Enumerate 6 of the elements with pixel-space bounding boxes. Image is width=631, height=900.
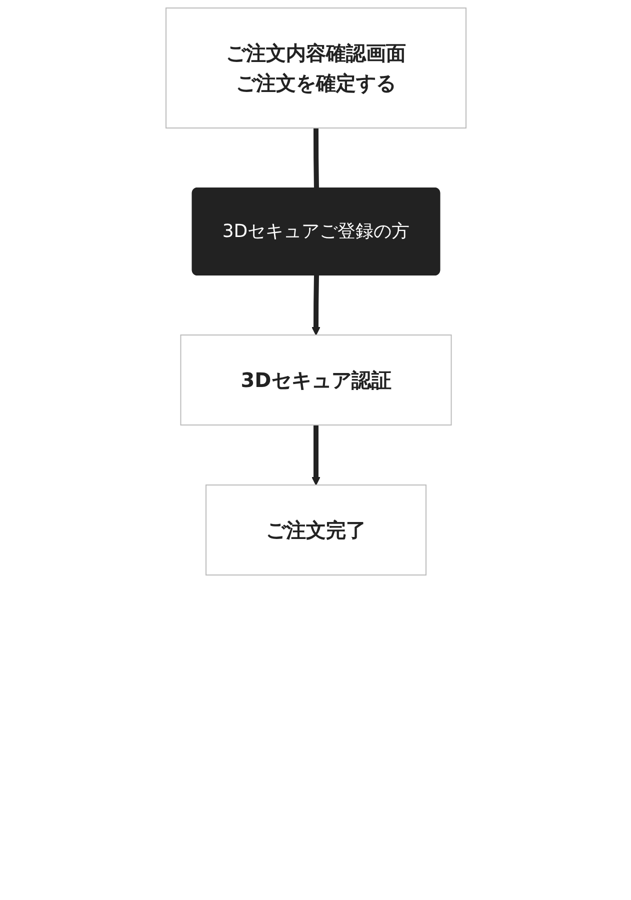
node-box: 3Dセキュア認証	[180, 334, 452, 426]
node-box: ご注文完了	[205, 484, 426, 576]
arrow	[311, 425, 320, 486]
arrow	[311, 275, 320, 336]
connector	[313, 128, 318, 189]
node-box: ご注文内容確認画面 ご注文を確定する	[165, 8, 466, 128]
